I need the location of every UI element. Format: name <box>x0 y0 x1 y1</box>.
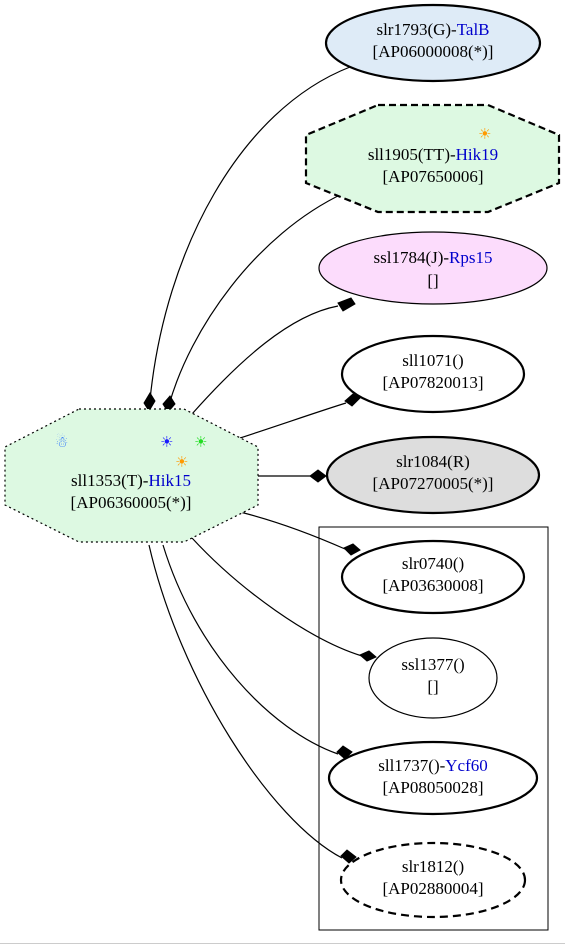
rps15-name: ssl1784(J)-Rps15 <box>373 248 492 267</box>
ycf60-name: sll1737()-Ycf60 <box>378 756 488 775</box>
diamond-slr1084 <box>309 469 327 483</box>
sll1071-name: sll1071() <box>402 351 463 370</box>
node-ssl1377[interactable]: ssl1377() [] <box>368 637 498 719</box>
sun-icon: ☀ <box>478 125 491 143</box>
hik19-name: sll1905(TT)-Hik19 <box>368 145 498 164</box>
hik19-id: [AP07650006] <box>382 167 483 186</box>
talb-shape <box>324 3 542 83</box>
slr1812-id: [AP02880004] <box>382 879 483 898</box>
slr1084-shape <box>325 435 541 515</box>
edge-hub-hik19 <box>168 192 345 406</box>
diamond-slr0740 <box>343 543 361 556</box>
node-hik19[interactable]: ☀ sll1905(TT)-Hik19 [AP07650006] <box>304 103 561 214</box>
edge-hub-slr0740 <box>239 511 346 550</box>
node-slr1084[interactable]: slr1084(R) [AP07270005(*)] <box>325 435 541 515</box>
diamond-slr1812 <box>340 849 357 864</box>
talb-name: slr1793(G)-TalB <box>376 20 489 39</box>
edge-hub-rps15 <box>191 305 339 415</box>
rps15-shape <box>318 231 548 305</box>
edge-hub-sll1071 <box>239 402 347 439</box>
node-slr0740[interactable]: slr0740() [AP03630008] <box>340 539 526 615</box>
node-ycf60[interactable]: sll1737()-Ycf60 [AP08050028] <box>327 740 539 816</box>
node-sll1071[interactable]: sll1071() [AP07820013] <box>340 334 526 414</box>
edge-hub-ssl1377 <box>191 537 363 657</box>
hub-name: sll1353(T)-Hik15 <box>71 471 191 490</box>
node-hub[interactable]: ☃ ☀ ☀ ☀ sll1353(T)-Hik15 [AP06360005(*)] <box>4 408 259 543</box>
hub-shape <box>4 408 259 543</box>
sun-icon-orange: ☀ <box>175 453 188 471</box>
bottom-divider <box>0 943 565 944</box>
rps15-id: [] <box>427 271 438 290</box>
ycf60-id: [AP08050028] <box>382 778 483 797</box>
hub-id: [AP06360005(*)] <box>71 493 192 512</box>
node-rps15[interactable]: ssl1784(J)-Rps15 [] <box>318 231 548 305</box>
edge-hub-talb <box>149 66 351 401</box>
ssl1377-name: ssl1377() <box>401 655 464 674</box>
cluster-box <box>318 526 549 931</box>
slr1812-name: slr1812() <box>402 857 464 876</box>
snowman-icon: ☃ <box>55 433 68 451</box>
slr0740-id: [AP03630008] <box>382 576 483 595</box>
edge-hub-ycf60 <box>162 544 339 755</box>
node-talb[interactable]: slr1793(G)-TalB [AP06000008(*)] <box>324 3 542 83</box>
edges <box>148 66 363 859</box>
node-slr1812[interactable]: slr1812() [AP02880004] <box>339 841 527 919</box>
sun-icon-green: ☀ <box>194 433 207 451</box>
ssl1377-shape <box>368 637 498 719</box>
hik19-shape <box>304 103 561 214</box>
ssl1377-id: [] <box>427 677 438 696</box>
sun-icon-blue: ☀ <box>160 433 173 451</box>
sll1071-id: [AP07820013] <box>382 373 483 392</box>
slr1812-shape <box>339 841 527 919</box>
talb-id: [AP06000008(*)] <box>373 42 494 61</box>
sll1071-shape <box>340 334 526 414</box>
diamond-rps15 <box>337 297 356 312</box>
slr1084-id: [AP07270005(*)] <box>373 474 494 493</box>
slr0740-name: slr0740() <box>402 554 464 573</box>
slr0740-shape <box>340 539 526 615</box>
ycf60-shape <box>327 740 539 816</box>
diamond-ssl1377 <box>359 650 377 662</box>
diamond-talb <box>143 392 156 412</box>
slr1084-name: slr1084(R) <box>396 452 470 471</box>
edge-hub-slr1812 <box>148 544 343 859</box>
diamond-ycf60 <box>336 745 353 760</box>
